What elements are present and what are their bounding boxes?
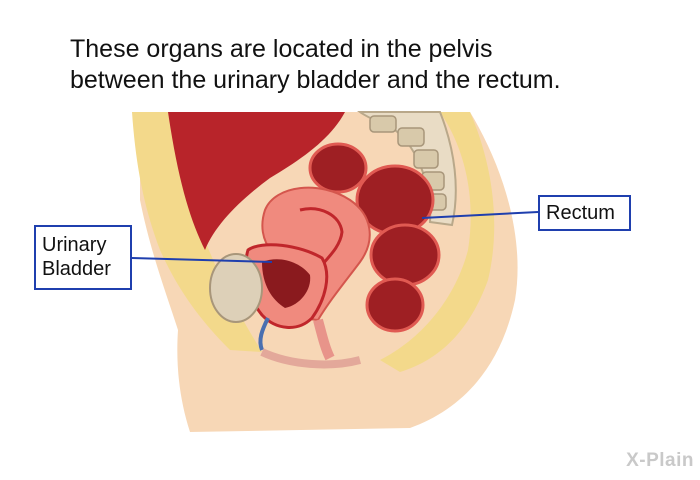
vaginal-canal xyxy=(313,318,335,361)
rectum-leader-line xyxy=(421,211,539,219)
bladder-label-line-1: Urinary xyxy=(42,234,107,256)
rectum-label-text: Rectum xyxy=(546,202,615,224)
caption: These organs are located in the pelvis b… xyxy=(70,34,670,96)
rectum-label: Rectum xyxy=(538,195,631,231)
rectum xyxy=(308,142,441,333)
xplain-watermark: X-Plain xyxy=(626,450,694,471)
bladder-lining xyxy=(262,259,311,308)
urinary-bladder-label: Urinary Bladder xyxy=(34,225,132,290)
abdominal-muscle xyxy=(168,112,345,250)
bladder-label-line-2: Bladder xyxy=(42,258,111,280)
pubic-bone xyxy=(209,253,263,323)
urethra xyxy=(258,317,270,351)
caption-line-2: between the urinary bladder and the rect… xyxy=(70,66,561,94)
bladder-leader-line xyxy=(131,257,273,263)
posterior-fat-layer xyxy=(380,112,495,372)
caption-line-1: These organs are located in the pelvis xyxy=(70,35,493,63)
perineum xyxy=(260,348,362,369)
